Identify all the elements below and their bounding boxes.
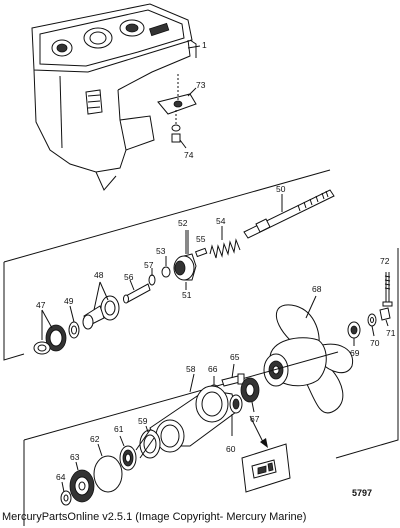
callout-57: 57	[144, 260, 154, 270]
pin-55	[194, 247, 208, 258]
thrust-hub-69	[347, 321, 361, 346]
o-ring-62	[93, 443, 123, 493]
callout-60: 60	[226, 444, 236, 454]
callout-50: 50	[276, 184, 286, 194]
propeller-shaft-50	[243, 189, 335, 239]
bearing-carrier-58	[149, 373, 237, 453]
bearing-59	[135, 425, 161, 459]
callout-62: 62	[90, 434, 100, 444]
cross-pin-52	[185, 230, 189, 254]
callout-71: 71	[386, 328, 396, 338]
callout-55: 55	[196, 234, 206, 244]
bolt-72	[382, 272, 393, 307]
callout-61: 61	[114, 424, 124, 434]
shaft-56	[123, 279, 151, 304]
callout-1: 1	[202, 40, 207, 50]
assembly-guide-line	[3, 169, 331, 263]
seal-60	[229, 394, 243, 436]
callout-67: 67	[250, 414, 260, 424]
detail-inset	[241, 443, 291, 493]
ring-57	[148, 268, 156, 286]
nut-71	[379, 307, 391, 327]
callout-69: 69	[350, 348, 360, 358]
callout-48: 48	[94, 270, 104, 280]
propeller-68	[263, 295, 354, 414]
figure-number: 5797	[352, 488, 372, 498]
thrust-washer-67	[240, 377, 260, 413]
callout-59: 59	[138, 416, 148, 426]
callout-74: 74	[184, 150, 194, 160]
lower-guide-line	[23, 351, 339, 441]
copyright-footer: MercuryPartsOnline v2.5.1 (Image Copyrig…	[2, 511, 307, 523]
retainer-53	[161, 256, 171, 278]
bearing-48	[82, 281, 120, 330]
callout-58: 58	[186, 364, 196, 374]
screw-74	[171, 110, 187, 149]
washer-64	[60, 481, 72, 506]
callout-70: 70	[370, 338, 380, 348]
callout-68: 68	[312, 284, 322, 294]
trim-tab-73	[157, 74, 197, 115]
callout-49: 49	[64, 296, 74, 306]
spring-54	[209, 238, 241, 259]
bearing-61	[119, 435, 137, 471]
washer-70	[367, 313, 377, 337]
screw-65	[221, 363, 245, 387]
assembly-guide-line-right	[335, 248, 399, 459]
shim-49	[68, 305, 80, 339]
clutch-51	[173, 253, 197, 290]
callout-63: 63	[70, 452, 80, 462]
callout-47: 47	[36, 300, 46, 310]
callout-54: 54	[216, 216, 226, 226]
callout-66: 66	[208, 364, 218, 374]
callout-56: 56	[124, 272, 134, 282]
forward-gear-47	[33, 309, 67, 355]
callout-64: 64	[56, 472, 66, 482]
callout-72: 72	[380, 256, 390, 266]
callout-73: 73	[196, 80, 206, 90]
gear-housing	[31, 3, 197, 191]
callout-53: 53	[156, 246, 166, 256]
callout-65: 65	[230, 352, 240, 362]
reverse-gear-63	[69, 461, 95, 503]
detail-arrow	[249, 415, 268, 448]
callout-52: 52	[178, 218, 188, 228]
callout-51: 51	[182, 290, 192, 300]
